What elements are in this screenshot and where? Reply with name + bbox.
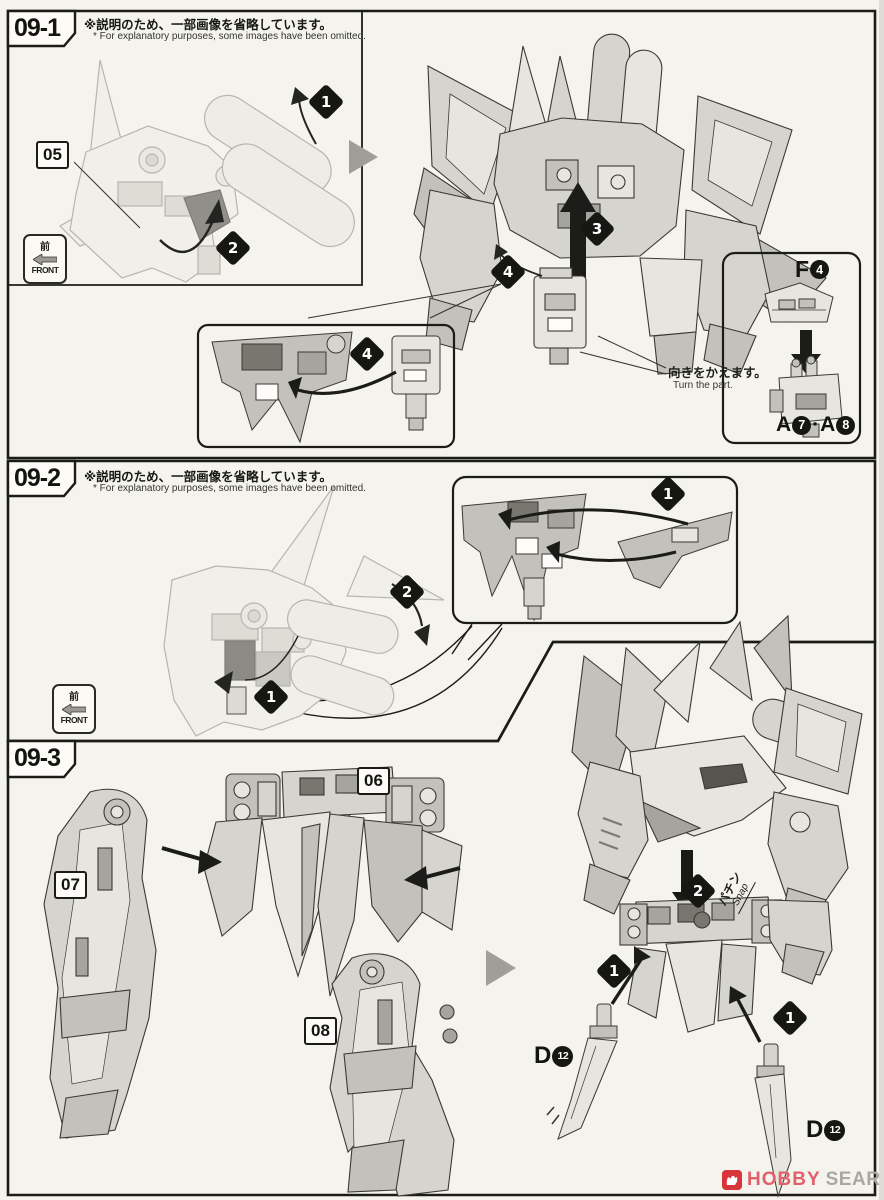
step2-curved-arrow-09-1	[159, 199, 224, 254]
blade-right-illustration	[754, 1043, 792, 1198]
front-en-label: FRONT	[60, 715, 88, 725]
circled-number-7: 7	[792, 415, 812, 435]
turn-note-en: Turn the part.	[673, 380, 733, 391]
inset-box-09-1	[196, 323, 456, 449]
part05-leader-line	[73, 161, 141, 229]
section-label-tabs	[6, 9, 77, 779]
blade-arrows	[610, 946, 762, 1043]
next-arrow-icon-09-1	[349, 140, 378, 174]
circled-number-8: 8	[836, 415, 856, 435]
waist-illustration	[619, 896, 833, 1033]
front-indicator-09-2: 前 FRONT	[52, 684, 96, 734]
front-jp-label: 前	[40, 242, 50, 253]
watermark-word-search: SEARCH	[825, 1169, 884, 1190]
circled-number-12: 12	[824, 1119, 846, 1141]
wedge-part-illustration	[764, 282, 834, 323]
section-borders	[6, 9, 877, 1197]
hobby-search-logo-icon	[722, 1170, 742, 1190]
inset-box-09-2	[451, 475, 739, 625]
assembly-arrows-09-3	[161, 846, 461, 890]
backpack-ghost-illustration	[59, 59, 355, 283]
runner-box-09-1	[721, 251, 862, 445]
skirt-parts-illustration	[461, 493, 733, 622]
watermark: HOBBY SEARCH	[722, 1169, 884, 1191]
leg-08-illustration	[329, 953, 458, 1197]
front-en-label: FRONT	[31, 265, 59, 275]
note-en-09-2: * For explanatory purposes, some images …	[93, 483, 366, 494]
up-arrow-icon	[560, 182, 596, 290]
inset-arrow-09-1	[288, 370, 397, 399]
mecha-rear-illustration	[413, 33, 827, 375]
leg-07-illustration	[43, 788, 157, 1139]
note-jp-09-2: ※説明のため、一部画像を省略しています。	[84, 470, 333, 484]
insert-part-illustration	[533, 267, 587, 365]
note-jp-09-1: ※説明のため、一部画像を省略しています。	[84, 18, 333, 32]
section-label-09-2: 09-2	[14, 464, 61, 492]
part-label-08: 08	[304, 1017, 337, 1045]
part-label-06: 06	[357, 767, 390, 795]
front-arrow-icon	[33, 254, 57, 265]
front-jp-label: 前	[69, 692, 79, 703]
assembled-part-illustration	[769, 355, 843, 438]
circled-number-12: 12	[552, 1045, 574, 1067]
inset-arrows-09-2	[498, 508, 689, 563]
front-arrow-icon	[62, 704, 86, 715]
dragon-mecha-illustration	[571, 614, 863, 933]
backpack-ghost-2-illustration	[163, 485, 445, 737]
circled-number-4: 4	[810, 260, 830, 279]
part-label-05: 05	[36, 141, 69, 169]
scan-edge	[879, 0, 884, 1200]
next-arrow-icon-09-3	[486, 950, 516, 986]
blade-left-illustration	[546, 1003, 618, 1140]
skirt-closeup-illustration	[211, 331, 441, 444]
part-label-07: 07	[54, 871, 87, 899]
front-indicator-09-1: 前 FRONT	[23, 234, 67, 284]
watermark-word-hobby: HOBBY	[747, 1169, 821, 1190]
step1-curved-arrow-09-1	[291, 87, 317, 145]
section-label-09-1: 09-1	[14, 14, 61, 42]
section-label-09-3: 09-3	[14, 744, 61, 772]
turn-note-jp: 向きをかえます。	[668, 366, 767, 380]
note-en-09-1: * For explanatory purposes, some images …	[93, 31, 366, 42]
